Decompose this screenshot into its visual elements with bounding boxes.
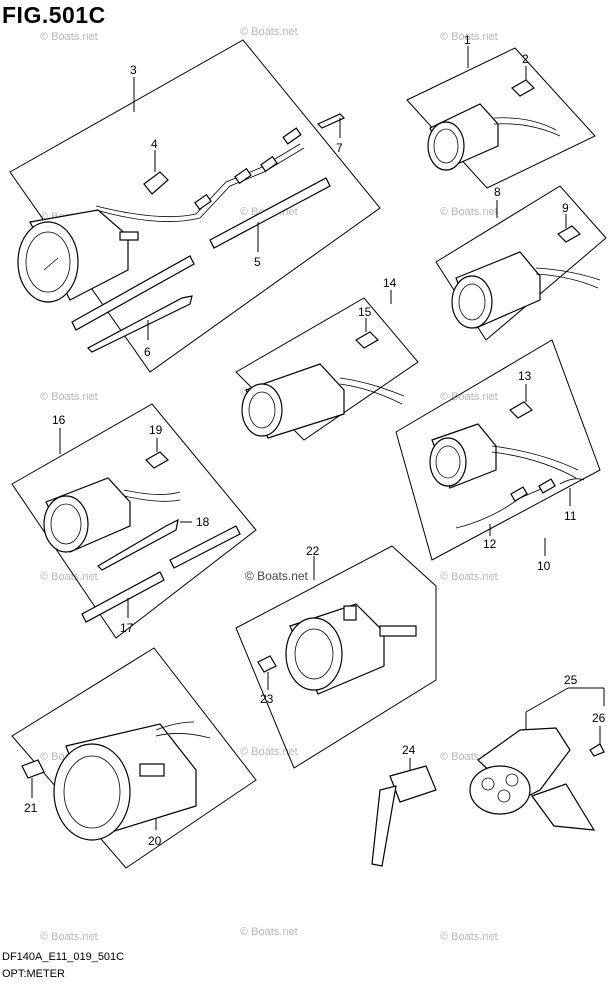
sensor-24 [371,758,437,867]
callout-8: 8 [494,185,501,199]
callout-16: 16 [52,413,66,427]
group-1 [406,46,596,189]
callout-9: 9 [562,201,569,215]
group-16 [11,403,257,639]
group-22 [235,545,437,769]
watermark-text: © Boats.net [40,931,98,943]
meter-gauge [53,723,197,841]
watermark-text: © Boats.net [40,391,98,403]
group-25 [469,687,605,831]
meter-gauge [285,603,417,695]
meter-gauge [429,423,497,489]
callout-19: 19 [149,423,163,437]
callout-13: 13 [518,369,532,383]
meter-gauge [17,209,139,303]
group-8 [435,185,607,341]
watermark-text: © Boats.net [440,391,498,403]
callout-4: 4 [151,137,158,151]
meter-gauge [451,251,541,329]
group-14 [235,290,419,441]
callout-20: 20 [148,834,162,848]
callout-5: 5 [254,255,261,269]
callout-11: 11 [564,509,577,523]
watermark-text: © Boats.net [240,926,298,938]
meter-gauge [427,103,499,171]
figure-title: FIG.501C [2,2,106,28]
callout-18: 18 [196,515,210,529]
watermark-text: © Boats.net [240,746,298,758]
callout-12: 12 [483,537,497,551]
watermark-text: © Boats.net [440,931,498,943]
callout-22: 22 [306,544,320,558]
callout-21: 21 [24,801,38,815]
callout-24: 24 [402,743,416,757]
callout-17: 17 [120,621,134,635]
watermark-text: © Boats.net [440,206,498,218]
group-3 [9,39,381,373]
figure-label: OPT:METER [2,968,65,980]
callout-3: 3 [130,63,137,77]
group-20 [11,647,257,869]
watermark-text: © Boats.net [440,31,498,43]
callout-2: 2 [522,52,529,66]
callout-6: 6 [144,345,151,359]
callout-15: 15 [358,305,372,319]
callout-14: 14 [383,276,397,290]
callout-23: 23 [260,692,274,706]
watermark-text: © Boats.net [40,31,98,43]
callout-25: 25 [564,673,578,687]
meter-gauge [241,363,345,439]
callout-10: 10 [537,559,551,573]
watermark-text: © Boats.net [240,26,298,38]
callout-7: 7 [336,141,343,155]
watermark-text: © Boats.net [440,571,498,583]
callout-1: 1 [464,33,471,47]
figure-code: DF140A_E11_019_501C [2,951,125,963]
group-10 [395,339,601,561]
watermark-text: © Boats.net [245,569,309,583]
callout-26: 26 [592,711,606,725]
meter-gauge [43,477,131,553]
watermark-text: © Boats.net [40,571,98,583]
callout-labels: 1 2 3 4 5 6 7 8 9 10 11 12 13 14 15 16 1… [24,33,606,848]
